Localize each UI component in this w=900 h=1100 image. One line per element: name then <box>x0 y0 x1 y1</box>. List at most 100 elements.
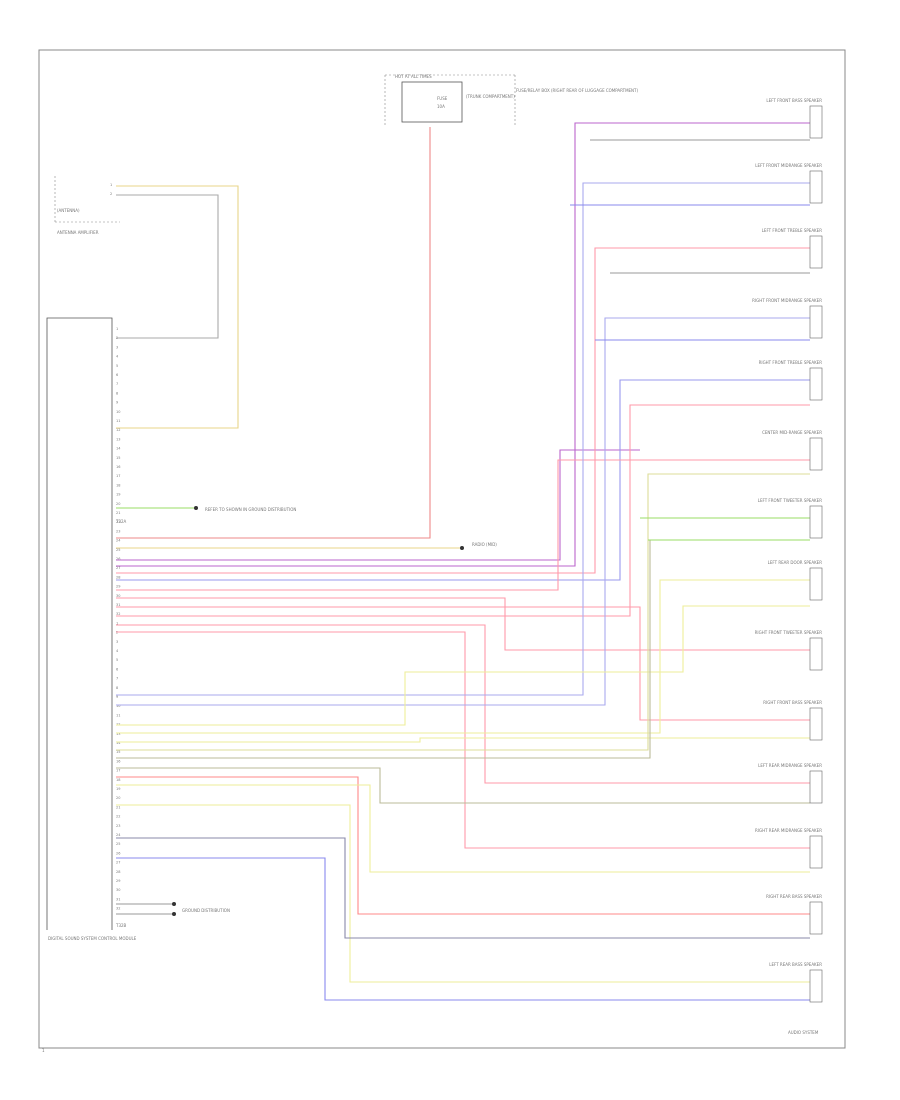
radio-pin-number: 29 <box>116 585 120 589</box>
radio-pin-number: 20 <box>116 796 120 800</box>
ground-small-label: GROUND DISTRIBUTION <box>182 908 230 913</box>
radio-pin-number: 21 <box>116 511 120 515</box>
wire-red-h <box>116 776 810 915</box>
diagram-frame <box>38 49 846 1049</box>
wire-vio-2 <box>116 122 810 567</box>
radio-pin-number: 9 <box>116 401 118 405</box>
svg-text:2: 2 <box>110 192 112 196</box>
wire-antenna-gray <box>116 194 219 339</box>
wire-blu-a <box>116 379 810 581</box>
speaker-label: RIGHT REAR BASS SPEAKER <box>766 894 822 899</box>
speaker-body <box>809 505 823 539</box>
wire-red-e <box>116 404 810 617</box>
radio-pin-number: 18 <box>116 778 120 782</box>
radio-pin-number: 10 <box>116 704 120 708</box>
radio-pin-number: 15 <box>116 750 120 754</box>
fuse-desc: FUSE/RELAY BOX (RIGHT REAR OF LUGGAGE CO… <box>516 88 638 93</box>
radio-pin-number: 7 <box>116 382 118 386</box>
speaker-body <box>809 901 823 935</box>
speaker-label: RIGHT FRONT TWEETER SPEAKER <box>755 630 823 635</box>
speaker-body <box>809 105 823 139</box>
speaker-label: RIGHT FRONT MIDRANGE SPEAKER <box>752 298 822 303</box>
radio-pin-number: 32 <box>116 612 120 616</box>
speaker-body <box>809 170 823 204</box>
radio-ref-label: RADIO (MID) <box>472 542 497 547</box>
speaker-body <box>809 235 823 269</box>
radio-pin-number: 17 <box>116 769 120 773</box>
speaker: LEFT FRONT BASS SPEAKER <box>766 98 823 139</box>
speaker-label: RIGHT REAR MIDRANGE SPEAKER <box>755 828 822 833</box>
wire-yel-2 <box>116 579 810 734</box>
wire-vio-4 <box>116 317 810 706</box>
wire-blu <box>116 857 810 1001</box>
speaker-body <box>809 567 823 601</box>
radio-pin-number: 1 <box>116 621 118 625</box>
radio-pin-number: 11 <box>116 713 120 717</box>
speaker: LEFT FRONT TREBLE SPEAKER <box>762 228 823 269</box>
radio-pins-b: T32B <box>115 923 127 928</box>
radio-pin-number: 23 <box>116 529 120 533</box>
radio-pin-number: 26 <box>116 851 120 855</box>
ground-dot-2 <box>460 546 464 550</box>
speaker: LEFT REAR DOOR SPEAKER <box>768 560 823 601</box>
speaker: CENTER MID-RANGE SPEAKER <box>762 430 823 471</box>
radio-pin-number: 30 <box>116 888 120 892</box>
radio-pin-number: 22 <box>116 815 120 819</box>
page-ref: AUDIO SYSTEM <box>788 1030 819 1035</box>
svg-text:1: 1 <box>110 183 112 187</box>
speaker: LEFT REAR BASS SPEAKER <box>769 962 823 1003</box>
radio-pin-number: 16 <box>116 465 120 469</box>
speaker-body <box>809 770 823 804</box>
radio-pin-number: 8 <box>116 686 118 690</box>
speaker: RIGHT REAR BASS SPEAKER <box>766 894 823 935</box>
speaker: RIGHT REAR MIDRANGE SPEAKER <box>755 828 823 869</box>
wire-yel-4 <box>116 473 810 751</box>
radio-pin-number: 3 <box>116 640 118 644</box>
radio-pin-number: 29 <box>116 879 120 883</box>
speaker-label: LEFT FRONT BASS SPEAKER <box>766 98 822 103</box>
radio-pin-number: 25 <box>116 842 120 846</box>
speaker: RIGHT FRONT BASS SPEAKER <box>763 700 823 741</box>
radio-pin-number: 15 <box>116 456 120 460</box>
radio-pin-number: 27 <box>116 861 120 865</box>
speaker-body <box>809 437 823 471</box>
speaker-label: LEFT REAR DOOR SPEAKER <box>768 560 823 565</box>
speaker-body <box>809 305 823 339</box>
wire-ground-small <box>116 903 172 915</box>
radio-pin-number: 12 <box>116 428 120 432</box>
antenna-label: (ANTENNA) <box>57 208 80 213</box>
radio-pin-number: 22 <box>116 520 120 524</box>
radio-pin-number: 21 <box>116 805 120 809</box>
radio-pin-number: 24 <box>116 833 121 837</box>
wire-yel-5 <box>116 804 810 983</box>
ground-ref-label: REFER TO SHOWN IN GROUND DISTRIBUTION <box>205 507 296 512</box>
radio-pin-number: 27 <box>116 566 120 570</box>
fuse-box: HOT AT ALL TIMES FUSE 10A (TRUNK COMPART… <box>384 74 638 127</box>
radio-pin-number: 4 <box>116 355 119 359</box>
fuse-note: (TRUNK COMPARTMENT) <box>466 94 515 99</box>
radio-pin-number: 25 <box>116 548 120 552</box>
wire-yel-3 <box>116 737 810 743</box>
radio-pin-number: 19 <box>116 493 120 497</box>
speaker-label: LEFT REAR BASS SPEAKER <box>769 962 822 967</box>
radio-module: DIGITAL SOUND SYSTEM CONTROL MODULE T32A… <box>46 317 137 941</box>
radio-pin-number: 28 <box>116 575 120 579</box>
radio-pin-number: 1 <box>116 327 118 331</box>
speaker-label: CENTER MID-RANGE SPEAKER <box>762 430 822 435</box>
radio-pin-number: 11 <box>116 419 120 423</box>
radio-pin-number: 4 <box>116 649 119 653</box>
radio-pin-number: 31 <box>116 897 120 901</box>
radio-pin-number: 14 <box>116 741 121 745</box>
radio-pin-number: 14 <box>116 447 121 451</box>
radio-pin-number: 2 <box>116 631 118 635</box>
page-id: 1 <box>42 1048 45 1053</box>
speaker: RIGHT FRONT TWEETER SPEAKER <box>755 630 823 671</box>
radio-pin-number: 17 <box>116 474 120 478</box>
radio-pins-a: T32A <box>115 519 127 524</box>
radio-pin-number: 3 <box>116 345 118 349</box>
fuse-amp: 10A <box>437 104 445 109</box>
wires <box>116 122 810 1001</box>
radio-pin-number: 18 <box>116 483 120 487</box>
